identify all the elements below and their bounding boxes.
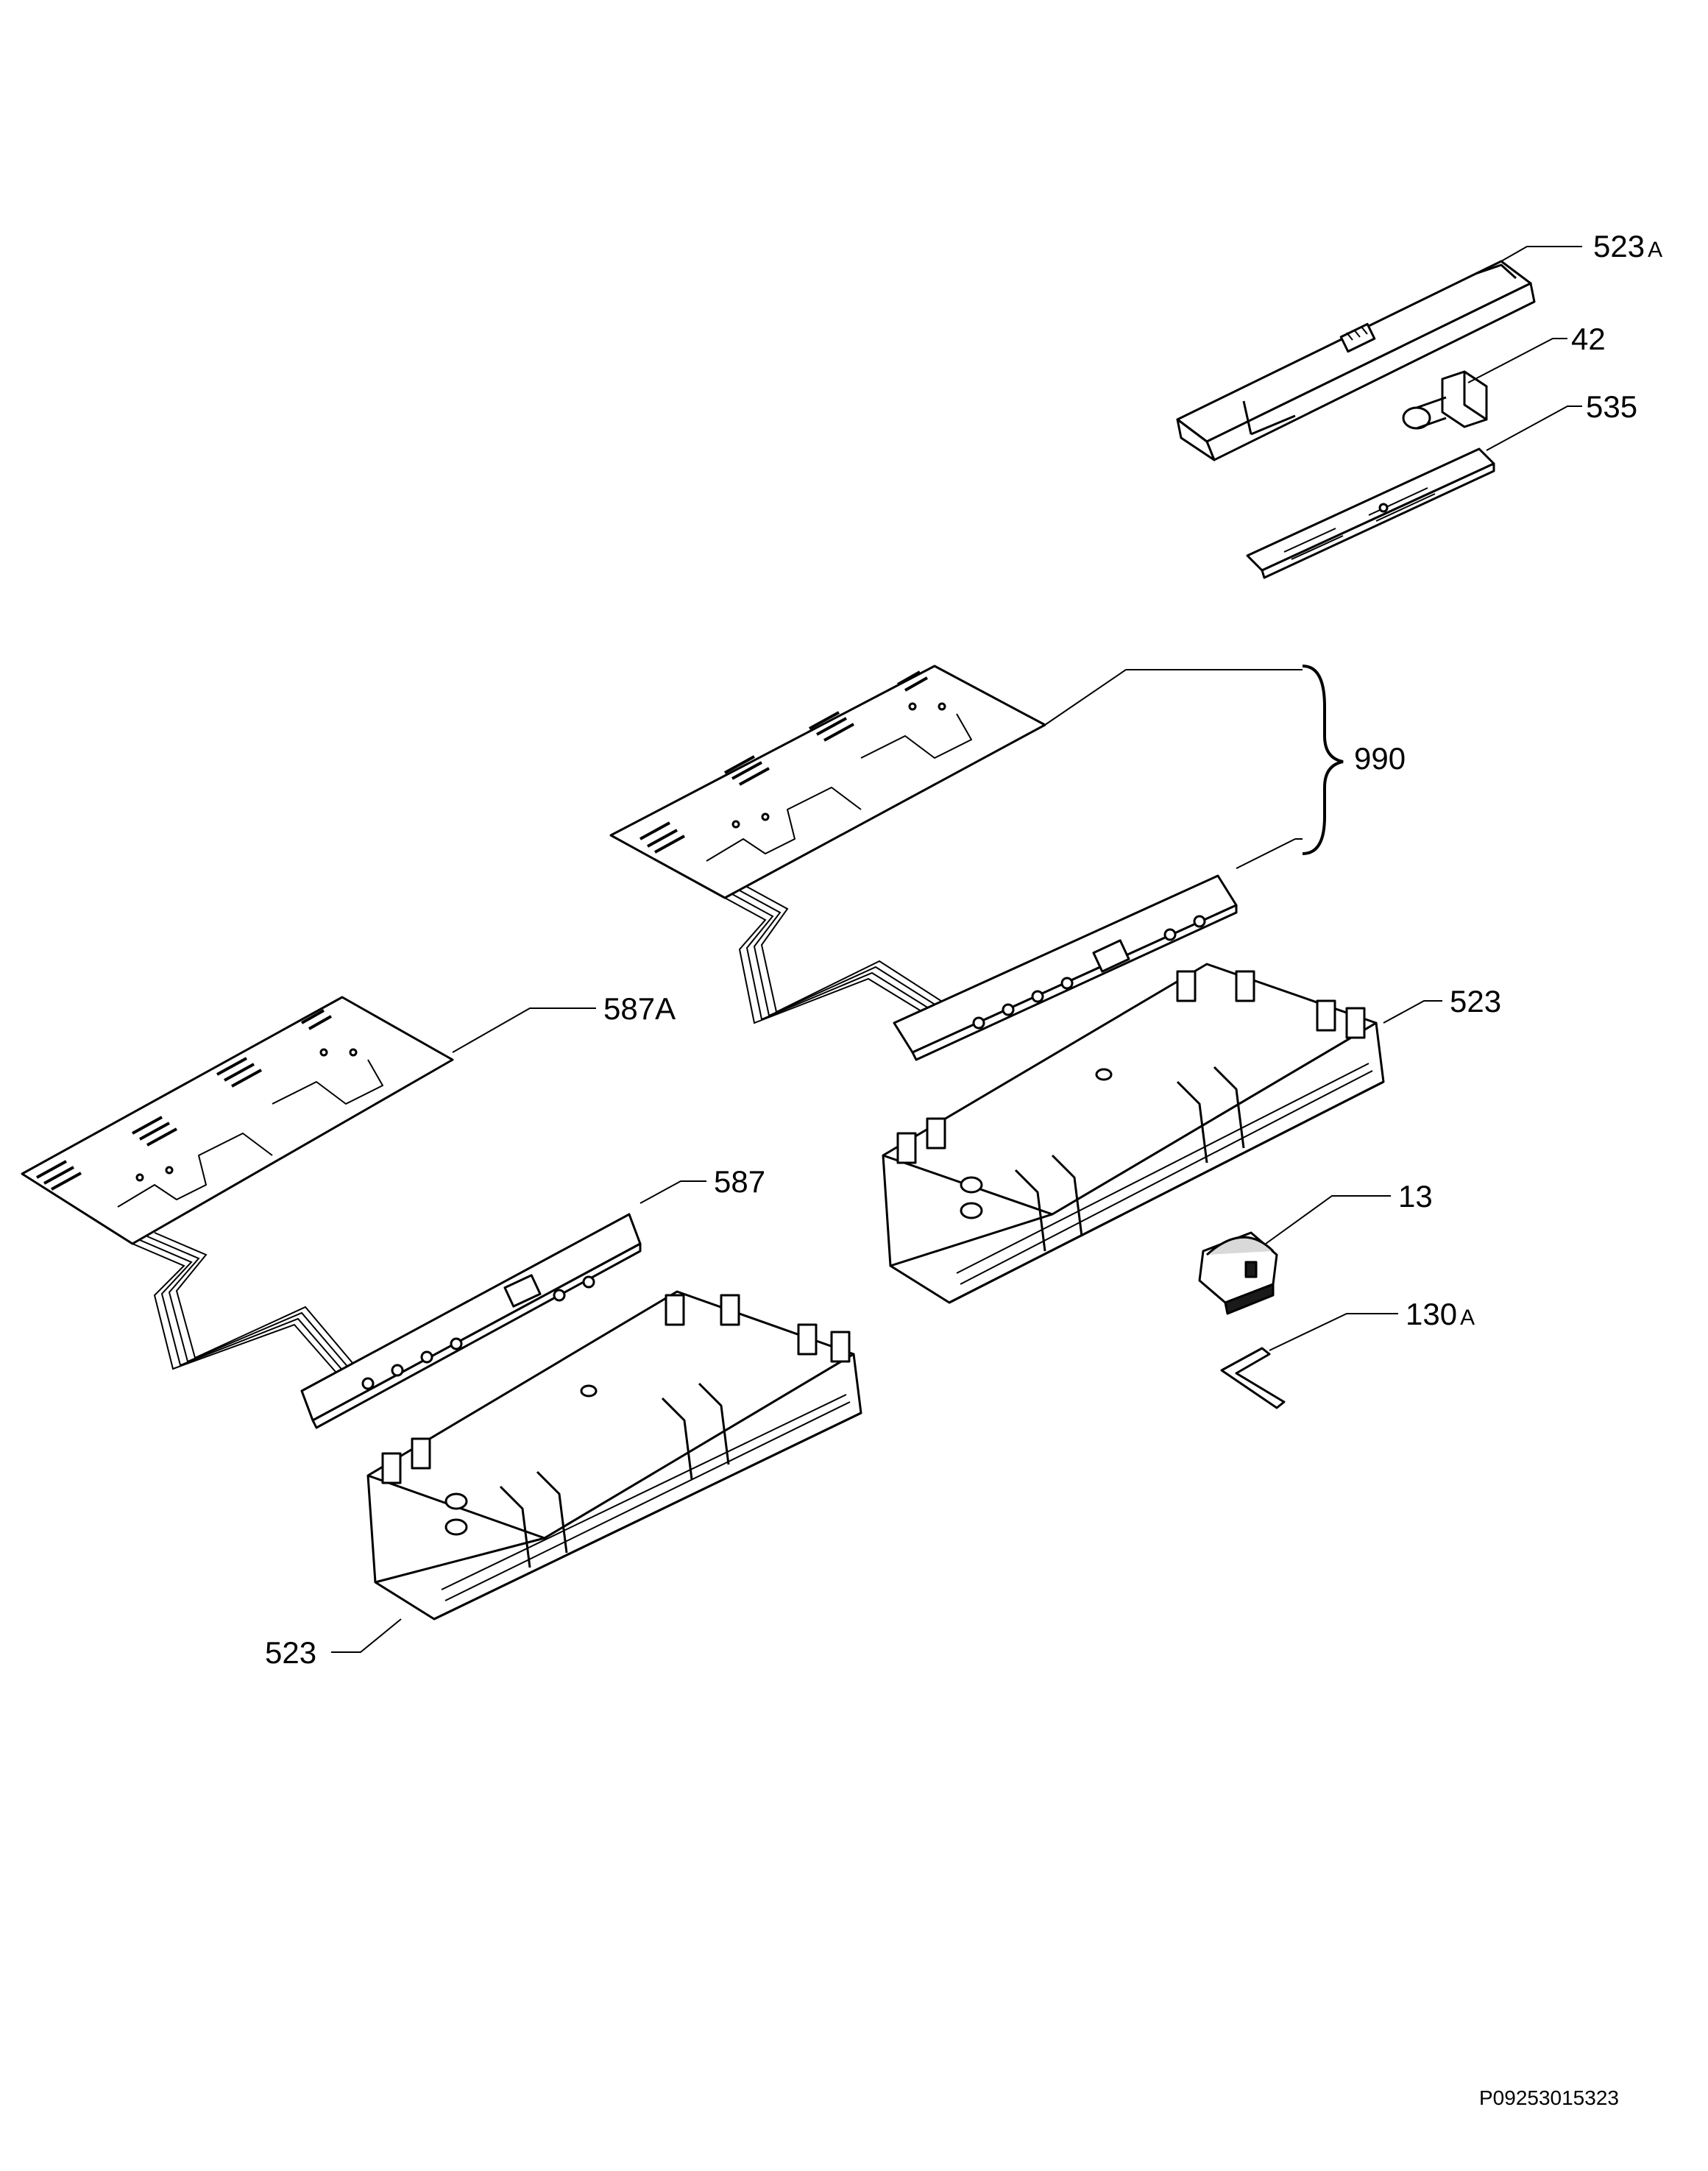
brace-990: [1303, 666, 1343, 854]
callout-990: 990: [1354, 741, 1406, 776]
callout-523-left: 523: [265, 1635, 316, 1670]
part-13-switch: [1200, 1233, 1277, 1314]
part-130a-clip: [1222, 1348, 1284, 1408]
part-523-left-housing: [368, 1292, 861, 1619]
leader-lines: [331, 246, 1582, 1653]
part-990-upper-pcb: [611, 666, 1045, 898]
part-587-ribbon: [132, 1233, 357, 1384]
part-587a-lower-pcb: [22, 997, 453, 1244]
part-523a-cover: [1177, 261, 1534, 460]
leader-lines-990: [1044, 669, 1303, 869]
callout-13: 13: [1398, 1179, 1433, 1214]
callout-523-right: 523: [1450, 984, 1501, 1019]
part-535-slider: [1247, 449, 1494, 578]
callout-587a: 587A: [603, 991, 676, 1026]
part-523-right-housing: [883, 964, 1383, 1303]
callout-42: 42: [1571, 322, 1606, 356]
drawing-id: P09253015323: [1479, 2086, 1619, 2109]
callout-587: 587: [714, 1164, 765, 1199]
part-990-ribbon: [725, 887, 946, 1023]
callout-535: 535: [1586, 389, 1637, 424]
part-587-button-strip: [302, 1214, 640, 1428]
part-42-bracket: [1403, 372, 1486, 428]
part-990-button-strip: [894, 876, 1236, 1060]
